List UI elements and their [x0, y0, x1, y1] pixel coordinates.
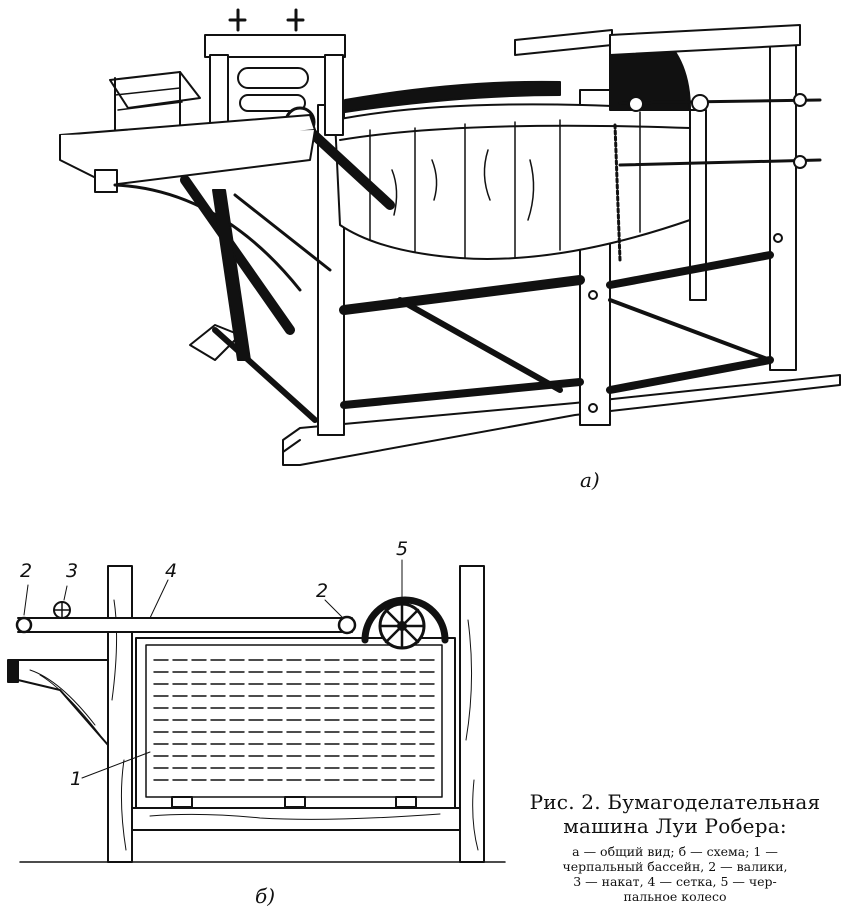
caption-title-line2: машина Луи Робера: — [563, 814, 787, 838]
callout-vat: 1 — [70, 768, 83, 790]
caption-legend-line3: 3 — накат, 4 — сетка, 5 — чер- — [573, 874, 777, 889]
callout-rollers-left: 2 — [20, 560, 33, 582]
caption-legend-line4: пальное колесо — [623, 889, 727, 904]
caption-legend-line1: а — общий вид; б — схема; 1 — — [572, 844, 778, 859]
caption-legend-line2: черпальный бассейн, 2 — валики, — [562, 859, 788, 874]
caption-legend: а — общий вид; б — схема; 1 — черпальный… — [506, 844, 844, 904]
machine-schematic-illustration-b — [7, 559, 506, 863]
callout-rollers-right: 2 — [316, 580, 329, 602]
callout-wire-mesh: 4 — [165, 560, 178, 582]
figure-caption: Рис. 2. Бумагоделательная машина Луи Роб… — [506, 790, 844, 904]
callout-dipping-wheel: 5 — [396, 538, 409, 560]
caption-title-line1: Рис. 2. Бумагоделательная — [529, 790, 821, 814]
machine-illustration-a — [59, 8, 841, 466]
caption-title: Рис. 2. Бумагоделательная машина Луи Роб… — [506, 790, 844, 838]
panel-b-label: б) — [255, 884, 276, 908]
callout-winder: 3 — [66, 560, 79, 582]
panel-a-label: а) — [580, 468, 600, 492]
